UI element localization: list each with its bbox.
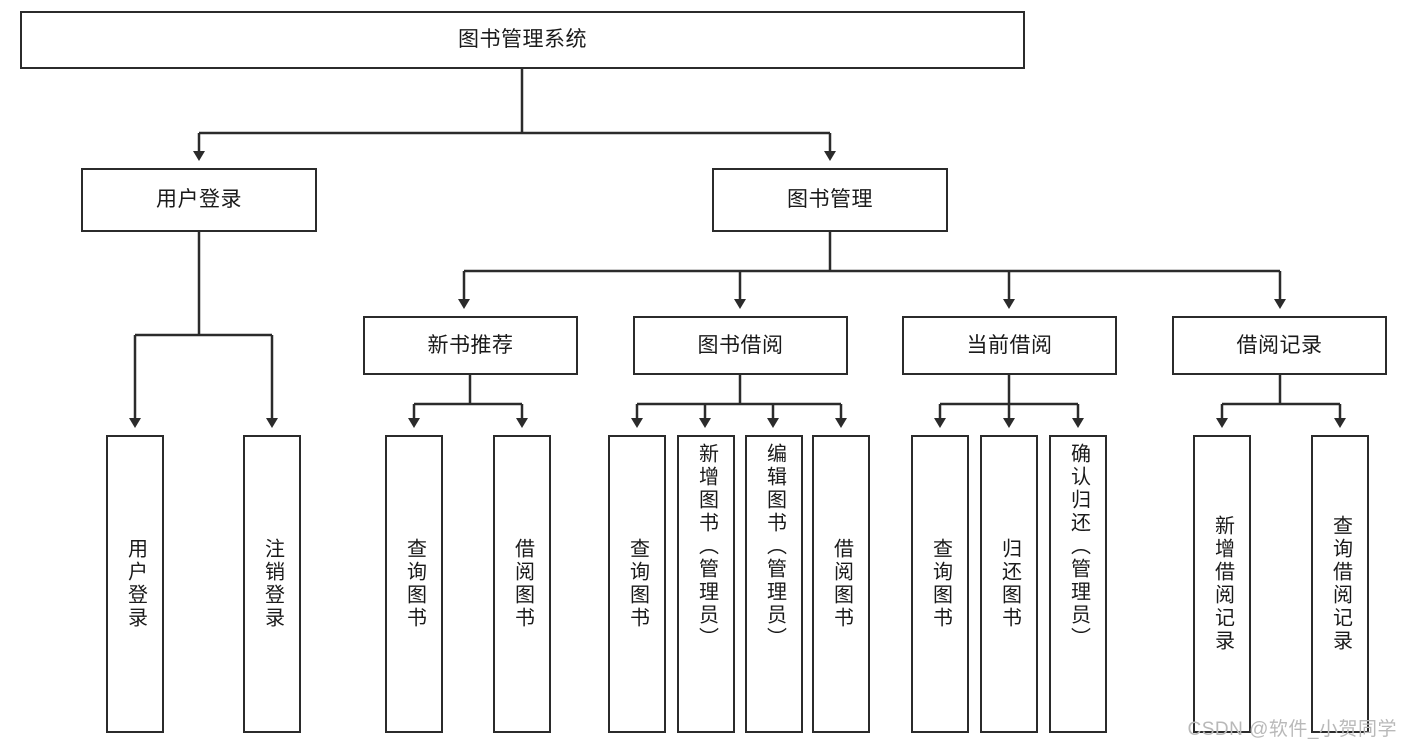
node-user-login-label: 用户登录 xyxy=(156,188,242,212)
node-leaf-logout-login-label: 注销登录 xyxy=(261,538,284,630)
node-leaf-borrow-book-1-label: 借阅图书 xyxy=(511,538,534,630)
node-root[interactable]: 图书管理系统 xyxy=(20,11,1025,69)
node-leaf-add-record-label: 新增借阅记录 xyxy=(1211,515,1234,653)
node-leaf-return-book[interactable]: 归还图书 xyxy=(980,435,1038,733)
node-leaf-add-record[interactable]: 新增借阅记录 xyxy=(1193,435,1251,733)
node-leaf-borrow-book-1[interactable]: 借阅图书 xyxy=(493,435,551,733)
node-leaf-query-record-label: 查询借阅记录 xyxy=(1329,515,1352,653)
node-leaf-confirm-return[interactable]: 确认归还（管理员） xyxy=(1049,435,1107,733)
node-book-management-label: 图书管理 xyxy=(787,188,873,212)
node-leaf-query-book-2[interactable]: 查询图书 xyxy=(608,435,666,733)
node-root-label: 图书管理系统 xyxy=(458,28,587,52)
node-leaf-query-book-1-label: 查询图书 xyxy=(403,538,426,630)
node-leaf-borrow-book-2[interactable]: 借阅图书 xyxy=(812,435,870,733)
node-leaf-add-book-label: 新增图书（管理员） xyxy=(695,443,718,650)
node-leaf-user-login[interactable]: 用户登录 xyxy=(106,435,164,733)
node-leaf-edit-book-label: 编辑图书（管理员） xyxy=(763,443,786,650)
node-user-login[interactable]: 用户登录 xyxy=(81,168,317,232)
node-book-borrow[interactable]: 图书借阅 xyxy=(633,316,848,375)
node-borrow-record-label: 借阅记录 xyxy=(1236,333,1323,357)
node-leaf-return-book-label: 归还图书 xyxy=(998,538,1021,630)
watermark-text: CSDN @软件_小贺同学 xyxy=(1187,719,1397,740)
node-leaf-query-record[interactable]: 查询借阅记录 xyxy=(1311,435,1369,733)
node-new-book-recommend[interactable]: 新书推荐 xyxy=(363,316,578,375)
node-leaf-query-book-1[interactable]: 查询图书 xyxy=(385,435,443,733)
node-leaf-user-login-label: 用户登录 xyxy=(124,538,147,630)
node-current-borrow-label: 当前借阅 xyxy=(966,333,1053,357)
node-leaf-query-book-3[interactable]: 查询图书 xyxy=(911,435,969,733)
node-leaf-borrow-book-2-label: 借阅图书 xyxy=(830,538,853,630)
node-book-management[interactable]: 图书管理 xyxy=(712,168,948,232)
node-book-borrow-label: 图书借阅 xyxy=(697,333,784,357)
node-leaf-logout-login[interactable]: 注销登录 xyxy=(243,435,301,733)
node-borrow-record[interactable]: 借阅记录 xyxy=(1172,316,1387,375)
node-leaf-edit-book[interactable]: 编辑图书（管理员） xyxy=(745,435,803,733)
node-leaf-query-book-2-label: 查询图书 xyxy=(626,538,649,630)
node-current-borrow[interactable]: 当前借阅 xyxy=(902,316,1117,375)
node-new-book-recommend-label: 新书推荐 xyxy=(427,333,514,357)
node-leaf-query-book-3-label: 查询图书 xyxy=(929,538,952,630)
node-leaf-add-book[interactable]: 新增图书（管理员） xyxy=(677,435,735,733)
node-leaf-confirm-return-label: 确认归还（管理员） xyxy=(1067,443,1090,650)
